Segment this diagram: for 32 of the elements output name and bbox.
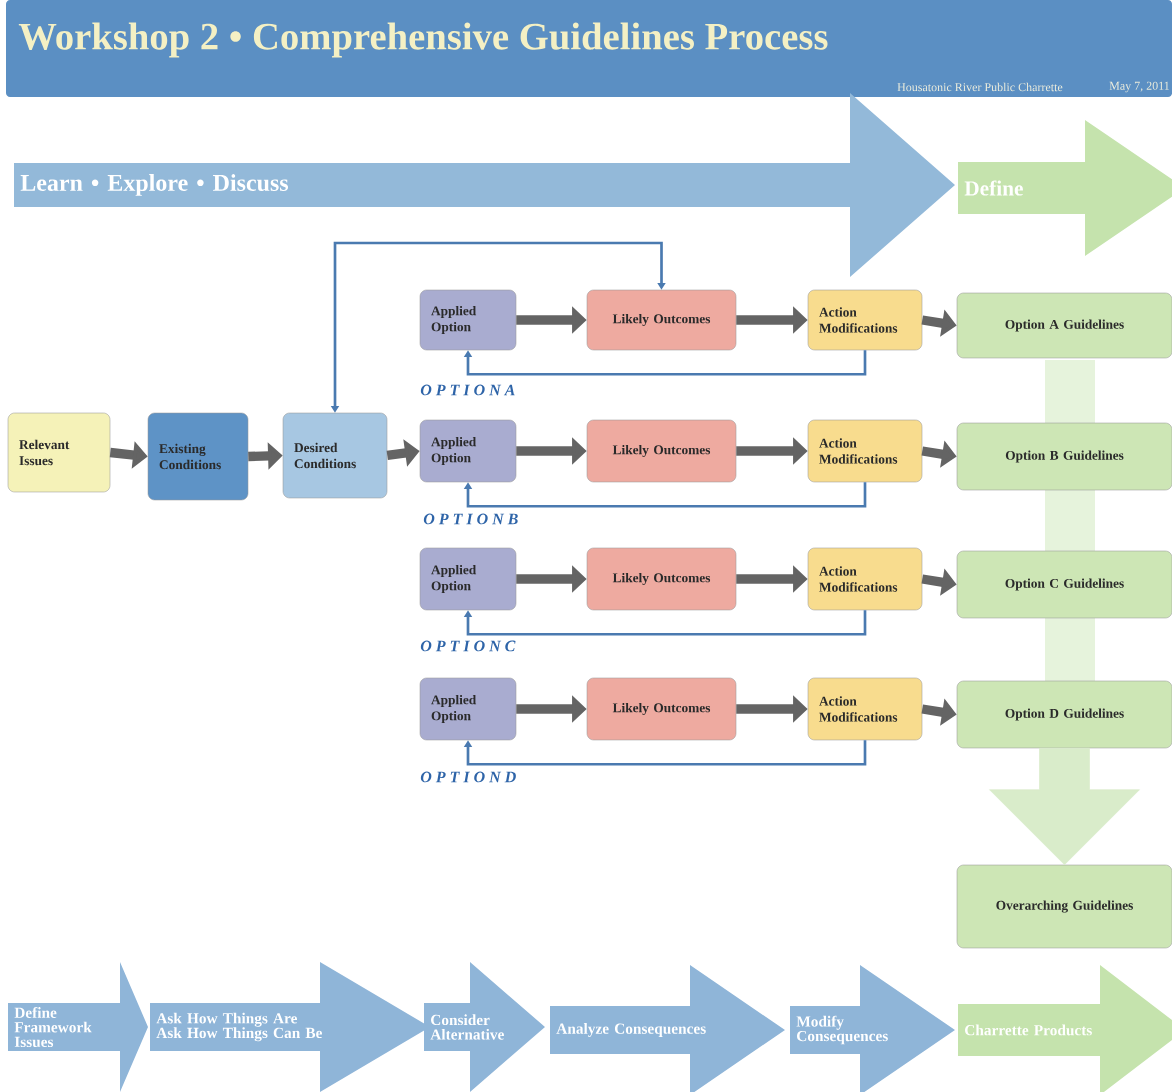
option-label: O P T I O N A: [420, 384, 515, 396]
feedback-arrow: [463, 350, 867, 376]
process-box: Likely Outcomes: [586, 419, 737, 483]
option-label: O P T I O N C: [420, 640, 516, 652]
process-box: Existing Conditions: [147, 412, 249, 501]
process-box: Action Modifications: [807, 419, 923, 483]
process-box: Applied Option: [419, 677, 517, 741]
feedback-arrow: [463, 610, 867, 636]
option-label: O P T I O N B: [423, 513, 518, 525]
process-box: Option C Guidelines: [956, 550, 1172, 619]
date: May 7, 2011: [1109, 81, 1170, 93]
process-box: Relevant Issues: [7, 412, 111, 493]
option-label: O P T I O N D: [420, 771, 516, 783]
process-box: Likely Outcomes: [586, 289, 737, 351]
process-box: Applied Option: [419, 289, 517, 351]
process-box: Desired Conditions: [282, 412, 388, 499]
process-box: Likely Outcomes: [586, 547, 737, 611]
process-box: Option A Guidelines: [956, 292, 1172, 359]
process-box: Option B Guidelines: [956, 422, 1172, 491]
subtitle: Housatonic River Public Charrette: [897, 82, 1063, 92]
flow-arrow: [989, 747, 1140, 866]
feedback-arrow: [463, 740, 867, 766]
process-box: Option D Guidelines: [956, 680, 1172, 749]
process-box: Applied Option: [419, 419, 517, 483]
process-box: Action Modifications: [807, 547, 923, 611]
process-box: Overarching Guidelines: [956, 864, 1172, 949]
process-box: Action Modifications: [807, 677, 923, 741]
process-box: Likely Outcomes: [586, 677, 737, 741]
feedback-arrow: [463, 482, 867, 508]
process-box: Action Modifications: [807, 289, 923, 351]
process-box: Applied Option: [419, 547, 517, 611]
title: Workshop 2 • Comprehensive Guidelines Process: [18, 22, 828, 58]
